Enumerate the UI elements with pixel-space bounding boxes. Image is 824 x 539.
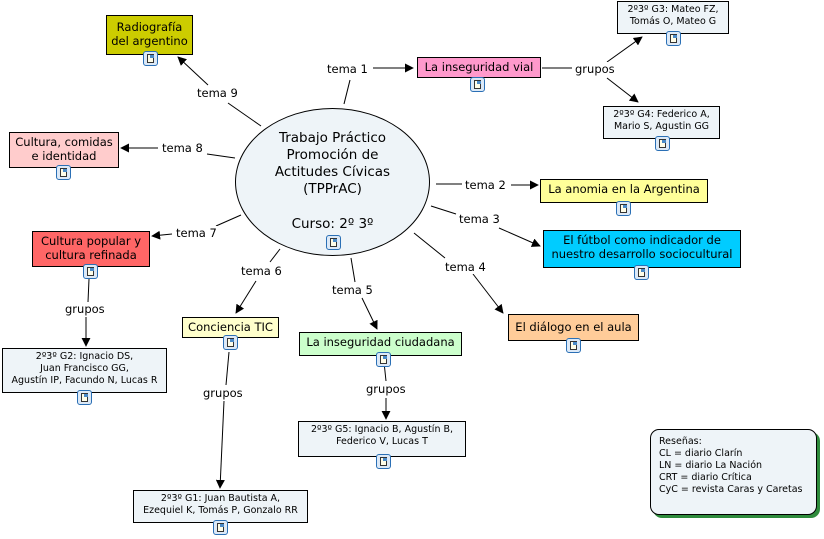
line-tema-3-b	[498, 227, 541, 247]
line-tema-7-b	[151, 230, 173, 240]
link-label-tema-7: tema 7	[175, 226, 218, 240]
group-node-g5[interactable]: 2º3º G5: Ignacio B, Agustín B, Federico …	[298, 421, 466, 457]
line-tema-5-a	[350, 257, 356, 283]
document-image-icon[interactable]	[56, 165, 71, 180]
link-label-tema-4: tema 4	[444, 260, 487, 274]
group-text: 2º3º G5: Ignacio B, Agustín B, Federico …	[310, 424, 454, 447]
link-label-grupos-tic: grupos	[202, 386, 244, 400]
topic-node-radiografia[interactable]: Radiografía del argentino	[106, 15, 193, 55]
line-tema-4-a	[413, 232, 446, 259]
topic-text: La inseguridad ciudadana	[306, 335, 455, 349]
group-text: 2º3º G1: Juan Bautista A, Ezequiel K, To…	[143, 493, 298, 516]
document-image-icon[interactable]	[470, 77, 485, 92]
document-image-icon[interactable]	[326, 235, 341, 250]
group-node-g3[interactable]: 2º3º G3: Mateo FZ, Tomás O, Mateo G	[617, 1, 729, 34]
link-label-tema-5: tema 5	[331, 283, 374, 297]
central-concept-node[interactable]: Trabajo Práctico Promoción de Actitudes …	[235, 108, 430, 256]
document-image-icon[interactable]	[566, 338, 581, 353]
document-image-icon[interactable]	[223, 335, 238, 350]
link-label-tema-3: tema 3	[458, 212, 501, 226]
topic-text: Cultura popular y cultura refinada	[40, 234, 142, 262]
topic-text: El diálogo en el aula	[515, 320, 632, 334]
topic-text: La anomia en la Argentina	[548, 182, 700, 196]
link-label-tema-6: tema 6	[240, 264, 283, 278]
line-grupos-tic-a	[225, 351, 230, 386]
line-tema-4-b	[472, 273, 504, 314]
link-label-tema-2: tema 2	[464, 178, 507, 192]
line-tema-7-a	[215, 214, 242, 227]
document-image-icon[interactable]	[77, 390, 92, 405]
line-tema-8-a	[206, 153, 236, 159]
link-label-grupos-vial: grupos	[574, 62, 616, 76]
topic-node-cultura-popular[interactable]: Cultura popular y cultura refinada	[32, 231, 150, 267]
line-grupos-vial-g4	[606, 77, 639, 103]
document-image-icon[interactable]	[213, 520, 228, 535]
document-image-icon[interactable]	[634, 265, 649, 280]
line-tema-6-a	[269, 248, 281, 263]
document-image-icon[interactable]	[666, 31, 681, 46]
document-image-icon[interactable]	[655, 136, 670, 151]
group-node-g1[interactable]: 2º3º G1: Juan Bautista A, Ezequiel K, To…	[133, 490, 308, 523]
line-grupos-cultura-a	[87, 278, 90, 303]
document-image-icon[interactable]	[376, 454, 391, 469]
line-tema-6-b	[235, 280, 257, 314]
group-node-g2[interactable]: 2º3º G2: Ignacio DS, Juan Francisco GG, …	[2, 348, 167, 393]
line-tema-1-a	[343, 79, 351, 105]
group-text: 2º3º G3: Mateo FZ, Tomás O, Mateo G	[627, 4, 719, 27]
document-image-icon[interactable]	[616, 201, 631, 216]
topic-node-anomia[interactable]: La anomia en la Argentina	[540, 179, 708, 203]
group-text: 2º3º G4: Federico A, Mario S, Agustin GG	[613, 109, 710, 132]
line-tema-5-b	[361, 297, 378, 330]
line-tema-9-a	[227, 102, 262, 127]
group-text: 2º3º G2: Ignacio DS, Juan Francisco GG, …	[11, 351, 158, 386]
topic-node-dialogo[interactable]: El diálogo en el aula	[508, 314, 639, 341]
line-grupos-tic-b	[215, 400, 225, 489]
line-grupos-vial-g3	[606, 36, 643, 63]
topic-text: Radiografía del argentino	[111, 20, 188, 48]
topic-node-cultura-comidas[interactable]: Cultura, comidas e identidad	[9, 132, 119, 168]
link-label-grupos-cultura: grupos	[64, 302, 106, 316]
central-title: Trabajo Práctico Promoción de Actitudes …	[274, 130, 391, 197]
topic-node-inseguridad-vial[interactable]: La inseguridad vial	[417, 57, 541, 78]
topic-node-futbol[interactable]: El fútbol como indicador de nuestro desa…	[543, 230, 741, 268]
link-label-tema-9: tema 9	[196, 86, 239, 100]
group-node-g4[interactable]: 2º3º G4: Federico A, Mario S, Agustin GG	[603, 106, 720, 139]
topic-text: La inseguridad vial	[424, 60, 534, 74]
document-image-icon[interactable]	[83, 264, 98, 279]
topic-text: Conciencia TIC	[188, 320, 273, 334]
legend-resenas: Reseñas: CL = diario Clarín LN = diario …	[650, 429, 817, 515]
link-label-grupos-ciudadana: grupos	[365, 382, 407, 396]
line-tema-3-a	[430, 205, 457, 215]
topic-text: Cultura, comidas e identidad	[15, 135, 113, 163]
central-course: Curso: 2º 3º	[291, 216, 374, 232]
document-image-icon[interactable]	[376, 352, 391, 367]
link-label-tema-8: tema 8	[161, 141, 204, 155]
topic-text: El fútbol como indicador de nuestro desa…	[551, 233, 733, 261]
document-image-icon[interactable]	[143, 51, 158, 66]
link-label-tema-1: tema 1	[326, 62, 369, 76]
line-tema-9-b	[177, 56, 209, 86]
